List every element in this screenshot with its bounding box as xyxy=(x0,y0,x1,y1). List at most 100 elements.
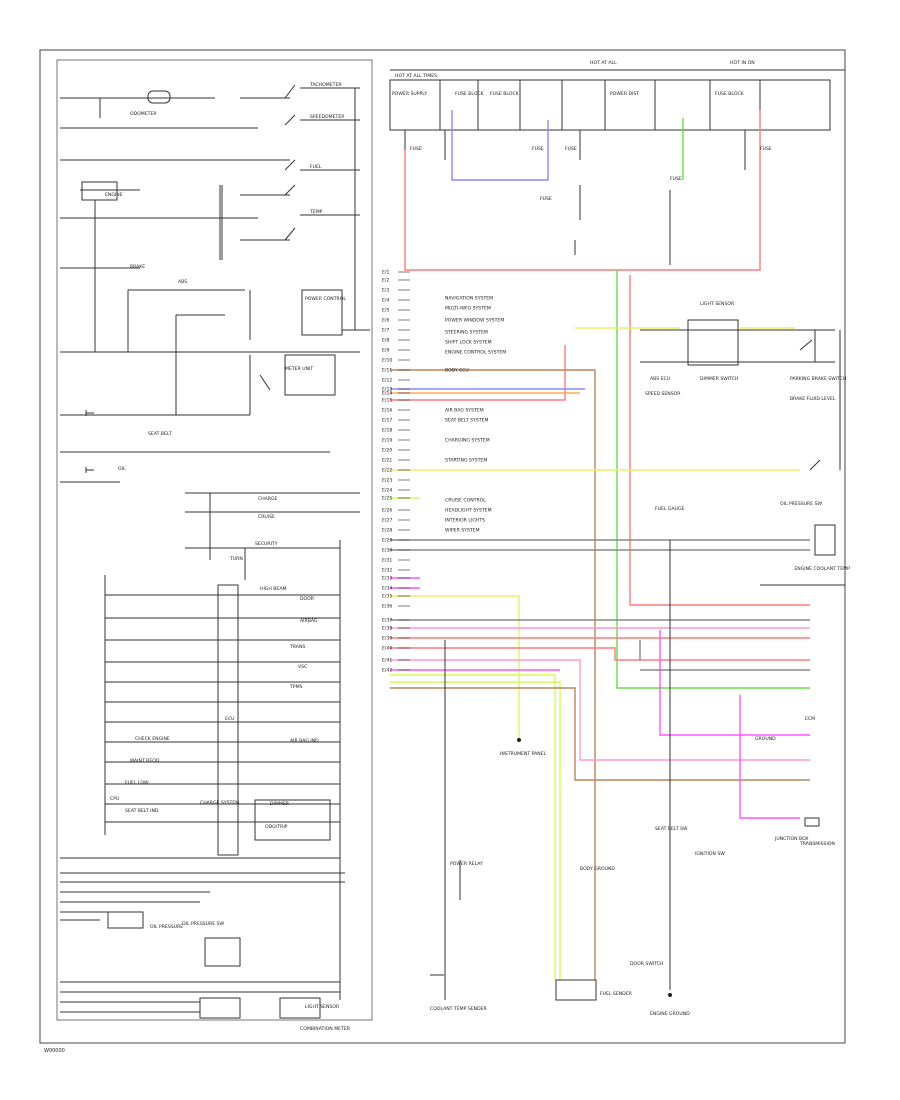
wire-magenta-26 xyxy=(659,630,810,736)
pin-label: E/27 xyxy=(382,518,392,524)
pin-label: E/23 xyxy=(382,478,392,484)
system-label: ENGINE CONTROL SYSTEM xyxy=(445,350,506,356)
component-label: ECM xyxy=(805,716,815,722)
component-label: POWER RELAY xyxy=(450,861,483,867)
left-label: ODOMETER xyxy=(130,111,157,117)
pin-label: E/18 xyxy=(382,428,392,434)
pin-label: E/36 xyxy=(382,604,392,610)
component-label: GROUND xyxy=(755,736,776,742)
wire-blue-1 xyxy=(451,110,549,181)
left-label: SEAT BELT IND xyxy=(125,808,159,814)
pin-label: E/2 xyxy=(382,278,389,284)
left-label: POWER CONTROL xyxy=(305,296,346,302)
left-label: AIRBAG xyxy=(300,618,318,624)
left-label: FUEL LOW xyxy=(125,780,149,786)
wire-green-3 xyxy=(616,270,810,689)
system-label: WIPER SYSTEM xyxy=(445,528,480,534)
system-label: STEERING SYSTEM xyxy=(445,330,488,336)
pin-label: E/6 xyxy=(382,318,389,324)
left-label: SECURITY xyxy=(255,541,278,547)
pin-label: E/33 xyxy=(382,576,392,582)
pin-label: E/28 xyxy=(382,528,392,534)
component-label: COOLANT TEMP SENDER xyxy=(430,1006,488,1012)
left-label: CPU xyxy=(110,796,119,802)
left-label: LIGHT SENSOR xyxy=(305,1004,340,1010)
pin-label: E/34 xyxy=(382,586,392,592)
left-label: CRUISE xyxy=(258,514,275,520)
top-label: HOT IN ON xyxy=(730,60,755,66)
left-label: OIL PRESSURE xyxy=(150,924,183,930)
pin-label: E/21 xyxy=(382,458,392,464)
component-label: ENGINE GROUND xyxy=(650,1011,690,1017)
colored-wires xyxy=(390,110,810,980)
wire-pink-21 xyxy=(390,659,810,761)
right-components xyxy=(517,319,845,1001)
left-label: FUEL xyxy=(310,164,322,170)
pin-label: E/39 xyxy=(382,636,392,642)
top-label: HOT AT ALL TIMES xyxy=(395,73,437,79)
bottom-middle-components xyxy=(430,640,461,1000)
pin-label: E/26 xyxy=(382,508,392,514)
component-label: DOOR SWITCH xyxy=(630,961,663,967)
pin-label: E/32 xyxy=(382,568,392,574)
left-label: HIGH BEAM xyxy=(260,586,286,592)
pin-label: E/42 xyxy=(382,668,392,674)
left-label: TRANS xyxy=(289,644,305,650)
component-label: FUEL GAUGE xyxy=(655,506,685,512)
left-label: TEMP xyxy=(309,209,323,215)
pin-label: E/24 xyxy=(382,488,392,494)
system-label: HEADLIGHT SYSTEM xyxy=(445,508,492,514)
system-label: NAVIGATION SYSTEM xyxy=(445,296,493,302)
wire-brown-25 xyxy=(390,687,810,781)
pin-label: E/30 xyxy=(382,548,392,554)
fuse-box-label: POWER DIST xyxy=(610,91,639,97)
system-label: STARTING SYSTEM xyxy=(445,458,487,464)
pin-label: E/20 xyxy=(382,448,392,454)
left-label: TPMS xyxy=(289,684,303,690)
pin-label: E/31 xyxy=(382,558,392,564)
pin-label: E/16 xyxy=(382,408,392,414)
pin-label: E/7 xyxy=(382,328,389,334)
pin-label: E/37 xyxy=(382,618,392,624)
pin-label: E/1 xyxy=(382,270,389,276)
component-label: SEAT BELT SW xyxy=(655,826,688,832)
system-label: POWER WINDOW SYSTEM xyxy=(445,318,504,324)
wire-brown-9 xyxy=(390,369,596,980)
fuse-box-label: FUSE BLOCK xyxy=(490,91,520,97)
diagram-frame xyxy=(39,49,846,1044)
system-label: CRUISE CONTROL xyxy=(445,498,486,504)
left-label: SPEEDOMETER xyxy=(310,114,345,120)
left-label: CHARGE xyxy=(258,496,278,502)
pin-label: E/13 xyxy=(382,387,392,393)
bottom-caption: COMBINATION METER xyxy=(300,1026,351,1032)
component-label: ENGINE COOLANT TEMP xyxy=(794,566,850,572)
pin-label: E/12 xyxy=(382,378,392,384)
left-label: OIL PRESSURE SW xyxy=(182,921,225,927)
left-label: ECU xyxy=(225,716,234,722)
combination-meter-outline xyxy=(56,59,373,1021)
fuse-label: FUSE xyxy=(410,146,422,152)
wire-red-0 xyxy=(404,110,761,271)
left-label: CHARGE SYSTEM xyxy=(200,800,239,806)
system-label: MULTI-INFO SYSTEM xyxy=(445,306,491,312)
pin-label: E/4 xyxy=(382,298,389,304)
wire-red-4 xyxy=(629,275,810,606)
top-labels: HOT AT ALL TIMES HOT AT ALL HOT IN ON POWER… xyxy=(392,60,772,202)
left-label: VSC xyxy=(298,664,307,670)
footer-code: W00000 xyxy=(44,1048,65,1054)
left-label: ODO/TRIP xyxy=(265,824,288,830)
pin-label: E/15 xyxy=(382,398,392,404)
top-label: HOT AT ALL xyxy=(590,60,617,66)
component-label: JUNCTION BOX xyxy=(774,836,809,842)
component-label: ABS ECU xyxy=(650,376,670,382)
wire-red-6 xyxy=(390,345,566,401)
left-label: AIR BAG IND xyxy=(290,738,319,744)
pin-label: E/35 xyxy=(382,594,392,600)
fuse-label: FUSE xyxy=(540,196,552,202)
left-label: ABS xyxy=(178,279,187,285)
left-label: SEAT BELT xyxy=(148,431,172,437)
fuse-label: FUSE xyxy=(670,176,682,182)
wire-lime-24 xyxy=(390,674,556,980)
